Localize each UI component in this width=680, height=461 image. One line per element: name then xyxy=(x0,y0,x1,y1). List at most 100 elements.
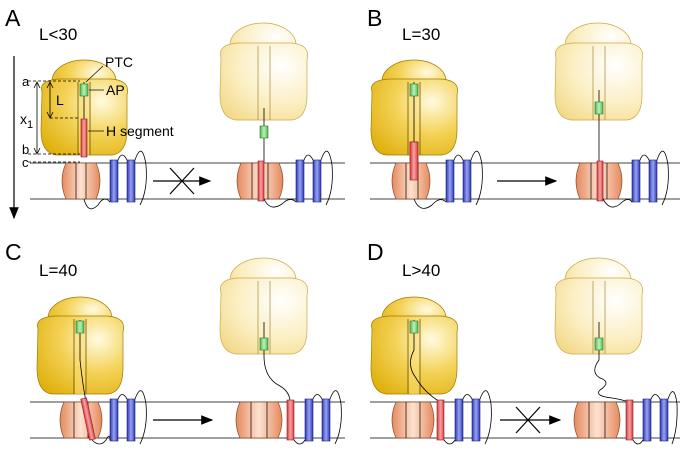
exit-tunnel xyxy=(409,320,419,394)
translocon-body xyxy=(59,401,103,439)
nascent-chain xyxy=(79,320,87,403)
h-segment xyxy=(257,160,265,202)
chain-loop xyxy=(470,150,483,206)
translocon xyxy=(573,401,621,439)
chain-loop xyxy=(263,198,297,208)
arrest-peptide xyxy=(259,125,269,139)
tm-helix-2 xyxy=(659,398,669,442)
ribosome-large-subunit xyxy=(219,42,308,121)
L-arrowhead-bottom xyxy=(46,111,54,119)
ap-label: AP xyxy=(106,82,125,98)
chain-loop xyxy=(479,390,492,445)
tm-helix-2 xyxy=(648,159,658,203)
translocon-body xyxy=(235,401,283,439)
L-label: L xyxy=(56,92,64,108)
chain-loop xyxy=(117,154,128,161)
ribosome-released xyxy=(219,22,308,121)
level-a-label: a xyxy=(22,74,30,89)
chain-loop xyxy=(134,390,147,445)
blocked-cross xyxy=(515,406,541,434)
x1-arrowhead-bottom xyxy=(33,147,41,155)
chain-loop xyxy=(83,198,111,210)
level-c-label: c xyxy=(22,155,29,170)
tm-helix-1 xyxy=(304,398,314,442)
nascent-chain xyxy=(594,322,629,403)
translocon xyxy=(391,162,431,200)
tm-helix-1 xyxy=(631,159,641,203)
ptc-leader-line xyxy=(85,65,104,83)
level-b-label: b xyxy=(22,142,29,157)
chain-loop xyxy=(462,394,473,400)
x1-arrowhead-top xyxy=(33,81,41,89)
condition-label-d: L>40 xyxy=(402,261,440,280)
arrest-peptide xyxy=(79,83,89,97)
panel-letter-d: D xyxy=(367,239,384,265)
h-segment xyxy=(596,160,604,202)
chain-loop xyxy=(453,154,464,161)
condition-label-c: L=40 xyxy=(39,261,77,280)
ribosome-closed xyxy=(370,296,458,395)
panel-letter-b: B xyxy=(367,5,382,31)
ribosome-large-subunit xyxy=(554,42,643,121)
tm-helix-2 xyxy=(312,159,322,203)
panel-d: D L>40 xyxy=(367,239,680,445)
nascent-chain xyxy=(410,320,441,403)
chain-loop xyxy=(667,391,678,445)
translocon-body xyxy=(573,401,621,439)
ribosome-released xyxy=(554,257,643,355)
ribosome-large-subunit xyxy=(554,277,643,355)
tm-helix-2 xyxy=(462,159,472,203)
translocon xyxy=(61,162,101,200)
tm-helix-2 xyxy=(126,159,136,203)
panel-a: A L<30 xyxy=(5,5,345,220)
chain-loop xyxy=(293,439,306,445)
tm-helix-1 xyxy=(109,398,119,442)
chain-loop xyxy=(91,435,111,445)
h-segment xyxy=(409,141,419,181)
ribosome-released xyxy=(219,257,308,355)
h-segment xyxy=(286,399,295,441)
panel-letter-a: A xyxy=(5,5,21,31)
panel-letter-c: C xyxy=(5,239,22,265)
h-segment xyxy=(80,397,96,441)
chain-loop xyxy=(602,198,633,208)
chain-loop xyxy=(312,394,323,400)
L-arrowhead-top xyxy=(46,81,54,89)
arrest-peptide xyxy=(409,320,419,334)
condition-label-b: L=30 xyxy=(402,25,440,44)
arrest-peptide xyxy=(259,337,269,351)
ribosome-released xyxy=(554,22,643,121)
tm-helix-1 xyxy=(445,159,455,203)
h-segment xyxy=(625,399,634,441)
blocked-cross xyxy=(169,167,195,195)
ptc-label: PTC xyxy=(105,54,133,70)
translocon xyxy=(59,401,103,439)
arrest-peptide xyxy=(75,320,85,334)
nascent-chain xyxy=(263,322,291,403)
ribosome-large-subunit xyxy=(219,277,308,355)
x1-label: x1 xyxy=(20,111,33,131)
chain-loop xyxy=(303,154,314,161)
translocon-body xyxy=(391,401,435,439)
chain-loop xyxy=(413,198,447,209)
chain-loop xyxy=(650,394,661,400)
translocon xyxy=(391,401,435,439)
tm-helix-1 xyxy=(642,398,652,442)
tm-helix-2 xyxy=(321,398,331,442)
chain-loop xyxy=(117,394,128,400)
arrest-peptide xyxy=(594,101,604,115)
arrest-peptide xyxy=(409,83,419,97)
panel-b: B L=30 xyxy=(367,5,680,209)
h-segment xyxy=(436,399,445,441)
translocon-body xyxy=(391,162,431,200)
h-segment-label: H segment xyxy=(106,123,174,139)
panel-c: C L=40 xyxy=(5,239,345,445)
translocon xyxy=(235,401,283,439)
tm-helix-2 xyxy=(471,398,481,442)
condition-label-a: L<30 xyxy=(39,25,77,44)
chain-loop xyxy=(329,390,342,445)
h-segment xyxy=(80,118,88,158)
tm-helix-1 xyxy=(109,159,119,203)
chain-loop xyxy=(443,439,456,445)
